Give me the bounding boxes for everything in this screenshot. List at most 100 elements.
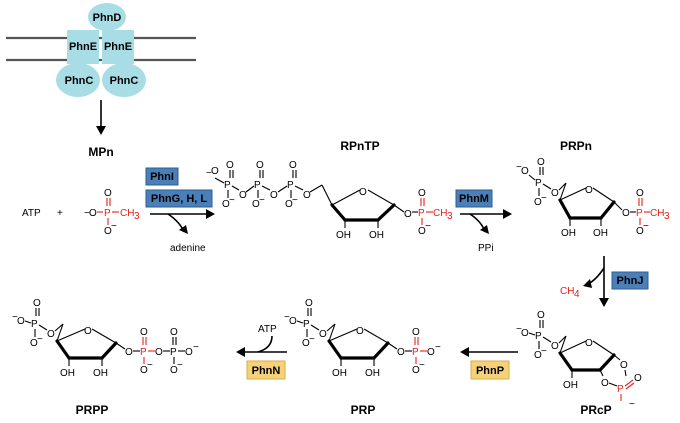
- adenine-curve-head: [179, 225, 188, 234]
- bond: [277, 185, 288, 193]
- bond: [310, 324, 320, 331]
- atom-p: P: [287, 180, 294, 191]
- step1-arrowhead: [206, 209, 215, 219]
- atom-p-red: P: [617, 384, 624, 395]
- ring-bold: [558, 351, 574, 372]
- mpn-ch3-sub: 3: [134, 211, 140, 222]
- bond: [592, 340, 615, 356]
- atom-o: O: [397, 347, 405, 358]
- phni-box: [145, 167, 179, 186]
- atom-o: O: [551, 188, 559, 199]
- minus: −: [193, 342, 199, 353]
- bond: [558, 182, 567, 191]
- phnj-label: PhnJ: [617, 275, 644, 287]
- atom-o: O: [305, 298, 313, 309]
- atom-o: O: [404, 209, 412, 220]
- phne-right-label: PhnE: [104, 41, 132, 53]
- atom-o-minus: O: [534, 350, 542, 361]
- atom-o: O: [211, 166, 219, 177]
- atom-p-red: P: [140, 347, 147, 358]
- prp-label: PRP: [351, 403, 376, 417]
- atom-p: P: [535, 331, 542, 342]
- prpp-molecule: PRPP − O O P O − O O OH OH O P O O −: [12, 298, 199, 417]
- atom-o-minus: O: [30, 338, 38, 349]
- transporter: PhnD PhnE PhnE PhnC PhnC MPn: [6, 3, 196, 159]
- minus: −: [229, 195, 235, 206]
- atom-o: O: [270, 190, 278, 201]
- bond: [91, 328, 117, 344]
- ppi-curve-head: [480, 225, 489, 234]
- atom-o-minus: O: [636, 226, 644, 237]
- minus: −: [309, 334, 315, 345]
- atom-o: O: [303, 190, 311, 201]
- atom-p-red: P: [412, 347, 419, 358]
- bond: [231, 185, 240, 191]
- ring-bold: [327, 339, 343, 360]
- minus: −: [425, 221, 431, 232]
- ch3-sub: 3: [664, 211, 670, 222]
- bond: [608, 382, 618, 387]
- atom-p: P: [224, 180, 231, 191]
- mpn-o-top: O: [104, 188, 112, 199]
- ring-bold-left: [330, 203, 347, 222]
- atom-o-minus: O: [534, 197, 542, 208]
- minus: −: [541, 193, 547, 204]
- bond: [528, 174, 536, 181]
- mpn-o-left: O: [89, 208, 97, 219]
- oh-label: OH: [365, 368, 380, 379]
- minus: −: [206, 168, 212, 179]
- bond: [528, 332, 536, 336]
- minus: −: [177, 360, 183, 371]
- bond: [363, 328, 389, 344]
- phnd-label: PhnD: [93, 12, 122, 24]
- ring-o: O: [356, 326, 364, 337]
- bond: [559, 340, 587, 354]
- bond: [559, 187, 587, 201]
- ring-bold: [100, 341, 118, 360]
- ring-bold: [55, 339, 71, 360]
- phne-right-shape: [102, 30, 134, 64]
- atp-curve: [257, 335, 273, 353]
- bond: [613, 354, 621, 361]
- mpn-minus: −: [84, 208, 90, 219]
- bond: [261, 185, 271, 191]
- bond: [393, 204, 405, 213]
- atom-o: O: [33, 298, 41, 309]
- atom-o: O: [319, 329, 327, 340]
- atom-o: O: [140, 327, 148, 338]
- minus: −: [37, 334, 43, 345]
- atom-o: O: [125, 347, 133, 358]
- atom-o: O: [170, 327, 178, 338]
- bond: [542, 336, 552, 343]
- atom-o: O: [601, 378, 609, 389]
- mpn-p: P: [104, 208, 111, 219]
- bond: [115, 342, 126, 350]
- atom-o-minus: O: [521, 328, 529, 339]
- substrates-step1: ATP + − O P O O − CH 3: [22, 188, 140, 237]
- phne-left-label: PhnE: [69, 41, 97, 53]
- atom-p-red: P: [418, 208, 425, 219]
- bond: [56, 328, 86, 342]
- minus: −: [541, 346, 547, 357]
- ch4-curve-head: [583, 279, 592, 288]
- atom-o: O: [418, 188, 426, 199]
- atom-p: P: [254, 180, 261, 191]
- phnm-label: PhnM: [459, 193, 489, 205]
- atom-p: P: [535, 178, 542, 189]
- bond: [559, 182, 567, 201]
- ring-bold: [372, 341, 390, 360]
- atom-o: O: [289, 160, 297, 171]
- phnm-box: [455, 189, 493, 208]
- atom-o: O: [620, 360, 628, 371]
- bond: [24, 320, 32, 324]
- bond: [331, 189, 361, 206]
- minus: −: [292, 195, 298, 206]
- bond: [321, 184, 333, 206]
- step2-arrowhead: [503, 209, 512, 219]
- oh-label: OH: [593, 228, 608, 239]
- ring-bold: [599, 200, 616, 220]
- atom-o: O: [226, 160, 234, 171]
- atom-p: P: [170, 347, 177, 358]
